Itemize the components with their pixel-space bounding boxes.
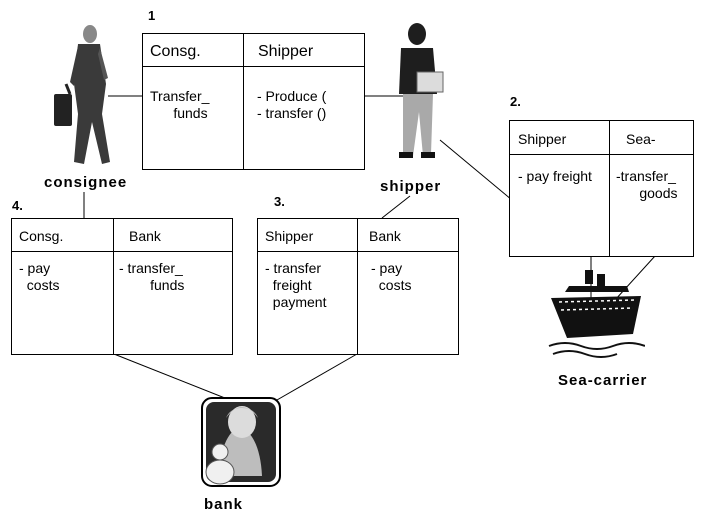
shipper-figure-icon bbox=[399, 23, 444, 158]
contract-3-right-header: Bank bbox=[369, 228, 401, 244]
contract-3-number: 3. bbox=[274, 194, 285, 209]
contract-1-card: Consg. Shipper Transfer_ funds - Produce… bbox=[142, 33, 365, 170]
link-contract2-ship-right bbox=[614, 255, 656, 301]
bank-teller-icon bbox=[201, 397, 281, 487]
contract-4-right-header: Bank bbox=[129, 228, 161, 244]
contract-1-right-body: - Produce ( - transfer () bbox=[257, 88, 327, 121]
contract-2-left-header: Shipper bbox=[518, 131, 567, 147]
ship-icon bbox=[548, 270, 645, 358]
shipper-label: shipper bbox=[380, 178, 442, 195]
consignee-figure-icon bbox=[54, 25, 110, 164]
contract-3-left-header: Shipper bbox=[265, 228, 314, 244]
contract-3-left-body: - transfer freight payment bbox=[265, 260, 327, 310]
contract-4-right-body: - transfer_ funds bbox=[119, 260, 185, 293]
contract-2-number: 2. bbox=[510, 94, 521, 109]
contract-2-left-body: - pay freight bbox=[518, 168, 592, 184]
contract-2-card: Shipper Sea- - pay freight -transfer_ go… bbox=[509, 120, 694, 257]
bank-label: bank bbox=[204, 496, 244, 513]
contract-4-left-body: - pay costs bbox=[19, 260, 60, 293]
contract-1-right-header: Shipper bbox=[258, 43, 314, 60]
contract-2-right-header: Sea- bbox=[626, 131, 656, 147]
contract-4-left-header: Consg. bbox=[19, 228, 64, 244]
sea-carrier-label: Sea-carrier bbox=[558, 372, 648, 389]
contract-3-right-body: - pay costs bbox=[371, 260, 412, 293]
contract-2-right-body: -transfer_ goods bbox=[616, 168, 678, 201]
link-shipper-contract2 bbox=[439, 139, 513, 201]
link-contract3-bank bbox=[269, 353, 358, 405]
contract-1-left-body: Transfer_ funds bbox=[150, 88, 210, 121]
consignee-label: consignee bbox=[44, 174, 128, 191]
contract-4-number: 4. bbox=[12, 198, 23, 213]
contract-4-card: Consg. Bank - pay costs - transfer_ fund… bbox=[11, 218, 233, 355]
link-contract4-bank bbox=[113, 353, 241, 405]
contract-1-left-header: Consg. bbox=[150, 43, 201, 60]
link-shipper-contract3 bbox=[381, 195, 411, 219]
contract-1-number: 1 bbox=[148, 8, 156, 23]
contract-3-card: Shipper Bank - transfer freight payment … bbox=[257, 218, 459, 355]
